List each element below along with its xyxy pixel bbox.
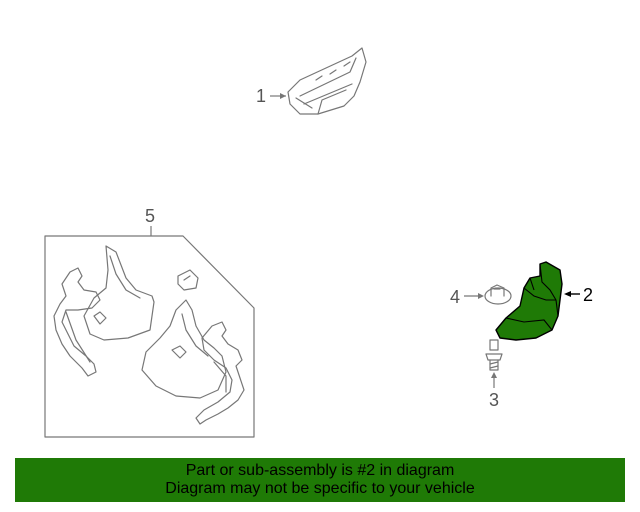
callout-2: 2 <box>583 285 593 305</box>
part-1-bracket[interactable] <box>287 47 367 115</box>
callout-5: 5 <box>145 206 155 226</box>
arrow-2 <box>564 291 571 297</box>
part-4-nut[interactable] <box>484 284 512 305</box>
part-2-splash-shield[interactable] <box>495 261 563 341</box>
info-banner: Part or sub-assembly is #2 in diagram Di… <box>15 458 625 502</box>
callout-3: 3 <box>489 390 499 410</box>
arrow-3 <box>491 372 497 378</box>
arrow-4 <box>478 293 484 299</box>
part-5-mud-flap-kit[interactable] <box>53 245 245 425</box>
callout-1: 1 <box>256 86 266 106</box>
banner-line-2: Diagram may not be specific to your vehi… <box>165 480 475 497</box>
banner-line-1: Part or sub-assembly is #2 in diagram <box>185 462 455 479</box>
kit-box <box>44 235 255 438</box>
callout-4: 4 <box>450 287 460 307</box>
part-3-bolt[interactable] <box>485 339 503 371</box>
arrow-1 <box>280 93 286 99</box>
